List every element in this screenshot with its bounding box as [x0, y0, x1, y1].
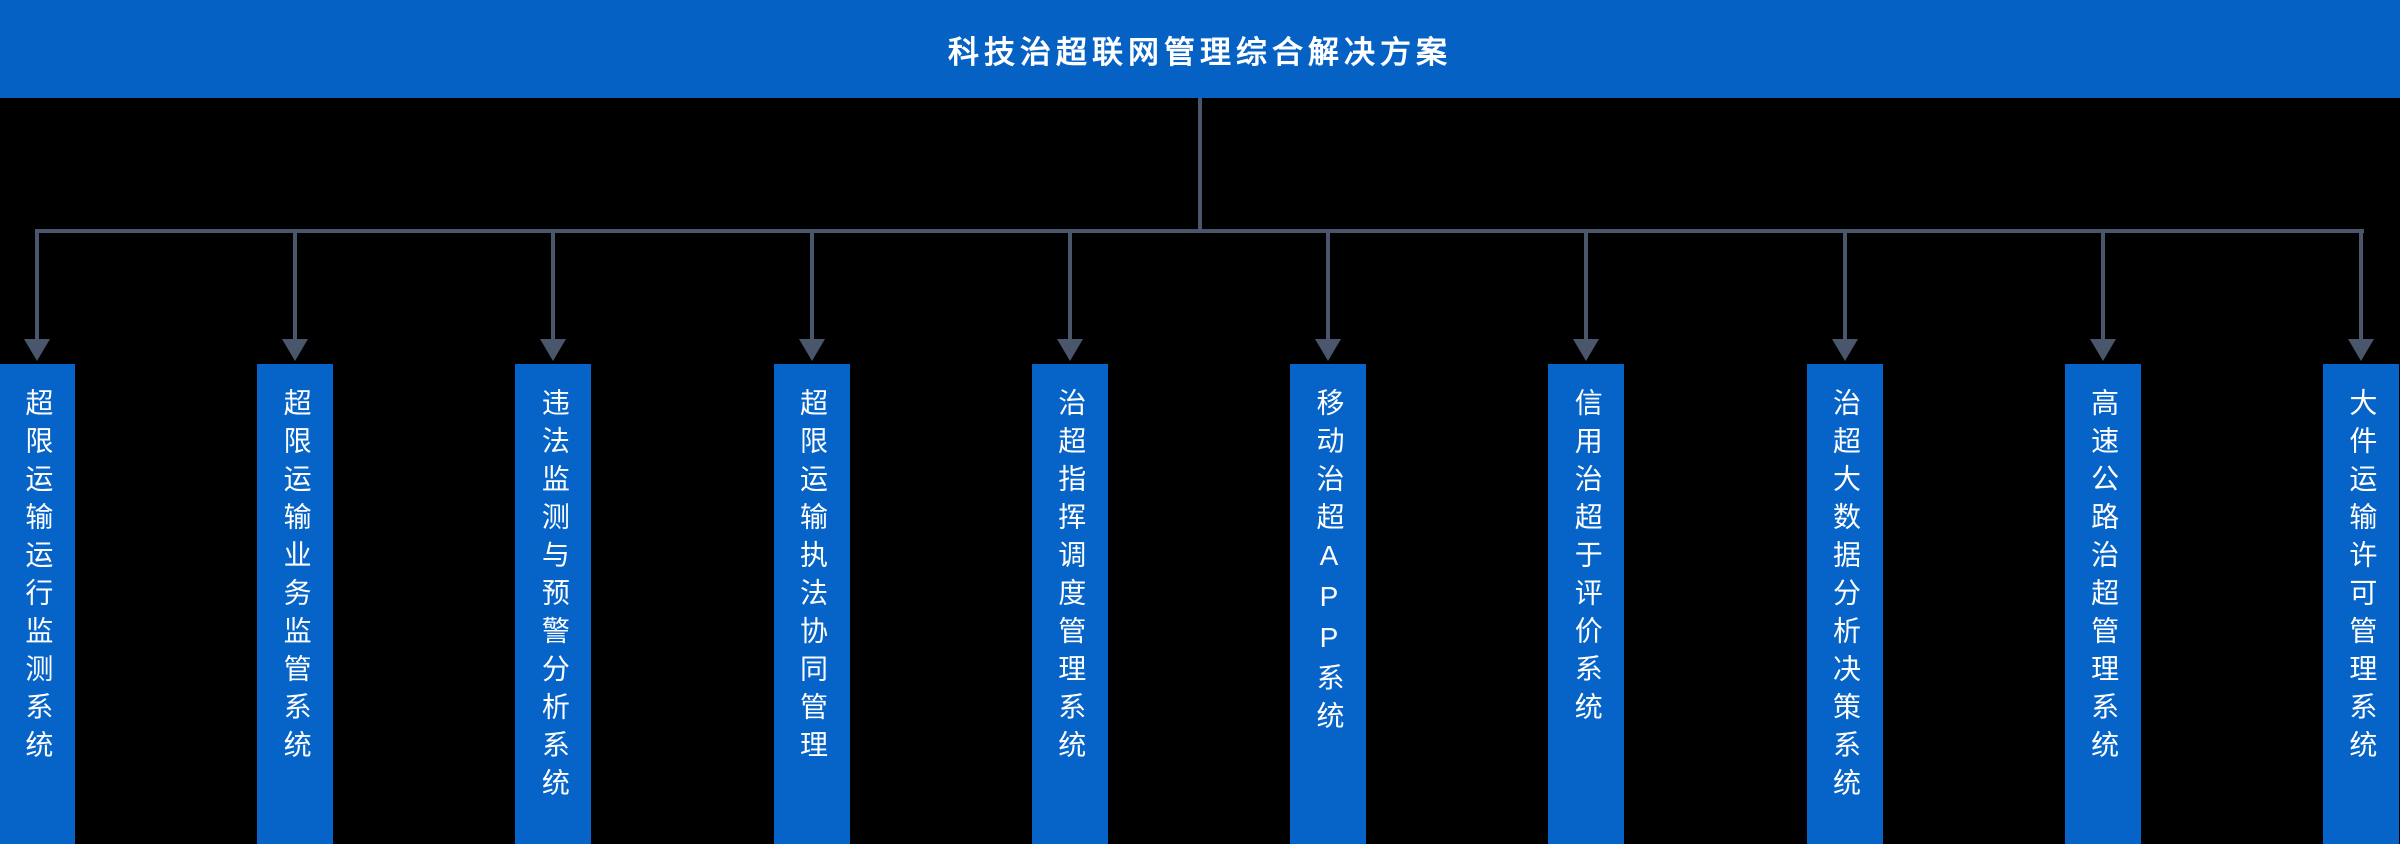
arrow-down-icon	[2089, 339, 2116, 361]
branch-connector	[282, 229, 309, 362]
connector-shaft	[35, 229, 39, 340]
branch-connector	[1315, 229, 1342, 362]
branch-node: 超限运输业务监管系统	[257, 364, 334, 844]
arrow-down-icon	[282, 339, 309, 361]
branch-label: 超限运输执法协同管理	[797, 388, 829, 768]
connector-shaft	[1584, 229, 1589, 340]
connector-shaft	[293, 229, 298, 340]
branch-node: 信用治超于评价系统	[1548, 364, 1625, 844]
branch-connector	[2089, 229, 2116, 362]
branch-label: 移动治超APP系统	[1313, 388, 1345, 739]
trunk-connector-line	[1198, 98, 1202, 231]
branch-connector	[1831, 229, 1858, 362]
connector-shaft	[551, 229, 556, 340]
arrow-down-icon	[1315, 339, 1342, 361]
branch-connector	[1573, 229, 1600, 362]
connector-shaft	[1067, 229, 1072, 340]
branch-label: 大件运输许可管理系统	[2346, 388, 2378, 768]
branch-node: 治超指挥调度管理系统	[1031, 364, 1108, 844]
arrow-down-icon	[1056, 339, 1083, 361]
arrow-down-icon	[1573, 339, 1600, 361]
connector-shaft	[2359, 229, 2363, 340]
arrow-down-icon	[24, 339, 50, 361]
connector-shaft	[809, 229, 814, 340]
branch-node: 超限运输执法协同管理	[773, 364, 850, 844]
branch-label: 治超大数据分析决策系统	[1829, 388, 1861, 806]
connector-shaft	[1842, 229, 1847, 340]
branch-node: 治超大数据分析决策系统	[1806, 364, 1883, 844]
branch-label: 治超指挥调度管理系统	[1055, 388, 1087, 768]
branch-node: 移动治超APP系统	[1290, 364, 1367, 844]
arrow-down-icon	[540, 339, 567, 361]
branch-label: 信用治超于评价系统	[1571, 388, 1603, 730]
branch-connector	[540, 229, 567, 362]
branch-node: 高速公路治超管理系统	[2064, 364, 2141, 844]
arrow-down-icon	[798, 339, 825, 361]
connector-shaft	[1326, 229, 1331, 340]
connector-shaft	[2100, 229, 2105, 340]
root-node: 科技治超联网管理综合解决方案	[0, 0, 2400, 98]
branch-connector	[2348, 229, 2374, 362]
arrow-down-icon	[2348, 339, 2374, 361]
horizontal-connector-line	[35, 229, 2364, 233]
branch-connector	[1056, 229, 1083, 362]
arrow-down-icon	[1831, 339, 1858, 361]
branch-label: 高速公路治超管理系统	[2088, 388, 2120, 768]
branch-connector	[24, 229, 50, 362]
branch-label: 违法监测与预警分析系统	[538, 388, 570, 806]
branch-connector	[798, 229, 825, 362]
branch-node: 大件运输许可管理系统	[2323, 364, 2399, 844]
branch-node: 超限运输运行监测系统	[0, 364, 75, 844]
diagram-title: 科技治超联网管理综合解决方案	[948, 34, 1452, 70]
branch-node: 违法监测与预警分析系统	[515, 364, 592, 844]
branch-label: 超限运输业务监管系统	[280, 388, 312, 768]
branch-label: 超限运输运行监测系统	[22, 388, 54, 768]
